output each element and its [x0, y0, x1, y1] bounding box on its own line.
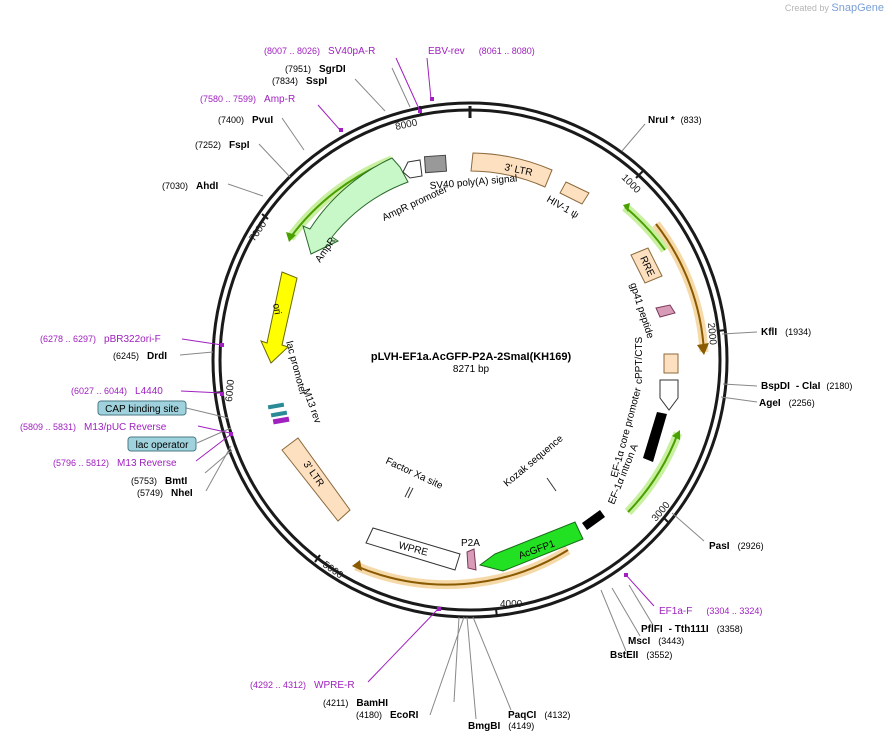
orf-arc-5-head [286, 232, 296, 242]
lac-operator-label: lac operator [136, 440, 189, 451]
tick-4000: 4000 [500, 599, 523, 610]
primer-m13-reverse: (5796 .. 5812)M13 Reverse [53, 458, 177, 469]
orf-arc-1-line [655, 223, 705, 353]
site-sgrdi: (7951)SgrDI [285, 64, 346, 75]
site-pflfi: PflFI- Tth111I(3358) [641, 624, 743, 635]
feature-m13rev [272, 416, 290, 425]
site-fspi: (7252)FspI [195, 140, 250, 151]
feature-ampr [302, 157, 409, 255]
site-drdi: (6245)DrdI [113, 351, 167, 362]
snapgene-logo: SnapGene [831, 2, 884, 14]
site-pasi: PasI(2926) [709, 541, 764, 552]
site-agei: AgeI(2256) [759, 398, 815, 409]
cap-binding-site-box [97, 400, 187, 416]
primer-l4440: (6027 .. 6044)L4440 [71, 386, 163, 397]
primer-wpre-r: (4292 .. 4312)WPRE-R [250, 680, 355, 691]
site-nrui: NruI *(833) [648, 115, 702, 126]
feature-cppt [663, 353, 679, 374]
site-nhei: (5749)NheI [137, 488, 193, 499]
feature-ef1a-intron [643, 412, 667, 462]
plasmid-size: 8271 bp [453, 364, 490, 375]
primer-sv40pa-r: (8007 .. 8026)SV40pA-R [264, 46, 375, 57]
feature-kozak-mark [546, 477, 557, 492]
primer-labels: (8007 .. 8026)SV40pA-R EBV-rev(8061 .. 8… [20, 46, 762, 691]
feature-3ltr-bottom [281, 437, 351, 522]
site-bsteii: BstEII(3552) [610, 650, 672, 661]
feature-hiv1-psi [559, 181, 590, 205]
feature-lac-op [270, 410, 288, 418]
feature-rre [630, 247, 663, 284]
primer-pbr322ori-f: (6278 .. 6297)pBR322ori-F [40, 334, 161, 345]
feature-marker-black [582, 510, 605, 530]
primer-m13puc-reverse: (5809 .. 5831)M13/pUC Reverse [20, 422, 167, 433]
tick-8000: 8000 [394, 117, 418, 132]
orf-arc-3-line [627, 432, 679, 513]
tick-2000: 2000 [705, 322, 718, 346]
feature-cppt-label: cPPT/CTS [634, 336, 645, 384]
site-labels: NruI *(833) KflI(1934) BspDI- ClaI(2180)… [113, 64, 852, 732]
site-ahdi: (7030)AhdI [162, 181, 218, 192]
orf-arc-4-line [355, 549, 569, 586]
site-bmti: (5753)BmtI [131, 476, 187, 487]
primer-ef1a-f: EF1a-F(3304 .. 3324) [659, 606, 762, 617]
feature-sv40pa [423, 154, 448, 174]
site-bspdi: BspDI- ClaI(2180) [761, 381, 852, 392]
orf-arcs [286, 155, 709, 590]
site-bmgbi: BmgBI(4149) [468, 721, 534, 732]
feature-ori-label: ori [270, 303, 283, 316]
credit-prefix: Created by [784, 3, 829, 13]
leader-lines [179, 67, 758, 720]
boxed-labels: CAP binding site lac operator [97, 400, 197, 452]
feature-cap-site [267, 402, 285, 410]
site-sspi: (7834)SspI [272, 76, 327, 87]
feature-gp41 [655, 304, 676, 318]
feature-kozak-label: Kozak sequence [502, 433, 566, 489]
site-msci: MscI(3443) [628, 636, 684, 647]
site-kfli: KflI(1934) [761, 327, 811, 338]
feature-ori [260, 271, 298, 364]
orf-arc-3-head [672, 430, 680, 440]
tick-6000: 6000 [224, 379, 237, 403]
feature-p2a-label: P2A [461, 538, 480, 549]
feature-p2a [466, 548, 477, 571]
feature-gp41-label: gp41 peptide [627, 282, 655, 341]
tick-7000: 7000 [247, 219, 269, 244]
site-pvui: (7400)PvuI [218, 115, 273, 126]
snapgene-credit: Created by SnapGene [785, 2, 884, 14]
feature-wpre [365, 527, 461, 571]
feature-ef1a-core [659, 379, 679, 411]
feature-sv40pa-label: SV40 poly(A) signal [429, 173, 517, 192]
site-paqci: PaqCI(4132) [508, 710, 570, 721]
feature-ampr-promoter [402, 159, 423, 179]
site-ecori: (4180)EcoRI [356, 710, 419, 721]
primer-lines [180, 57, 655, 683]
primer-ebv-rev: EBV-rev(8061 .. 8080) [428, 46, 535, 57]
orf-arc-1-head [697, 343, 709, 355]
primer-amp-r: (7580 .. 7599)Amp-R [200, 94, 295, 105]
lac-operator-box [127, 436, 197, 452]
cap-binding-site-label: CAP binding site [105, 404, 179, 415]
feature-factorxa-label: Factor Xa site [384, 456, 445, 492]
feature-acgfp1 [478, 521, 584, 572]
backbone-outer [211, 101, 729, 619]
feature-3ltr-top [470, 152, 553, 188]
orf-arc-4-head [352, 560, 362, 571]
feature-factorxa-mark [404, 486, 411, 498]
site-bamhi: (4211)BamHI [323, 698, 388, 709]
plasmid-name: pLVH-EF1a.AcGFP-P2A-2SmaI(KH169) [371, 351, 572, 363]
orf-arc-2-head [623, 203, 630, 212]
feature-m13rev-label: M13 rev [300, 387, 323, 425]
